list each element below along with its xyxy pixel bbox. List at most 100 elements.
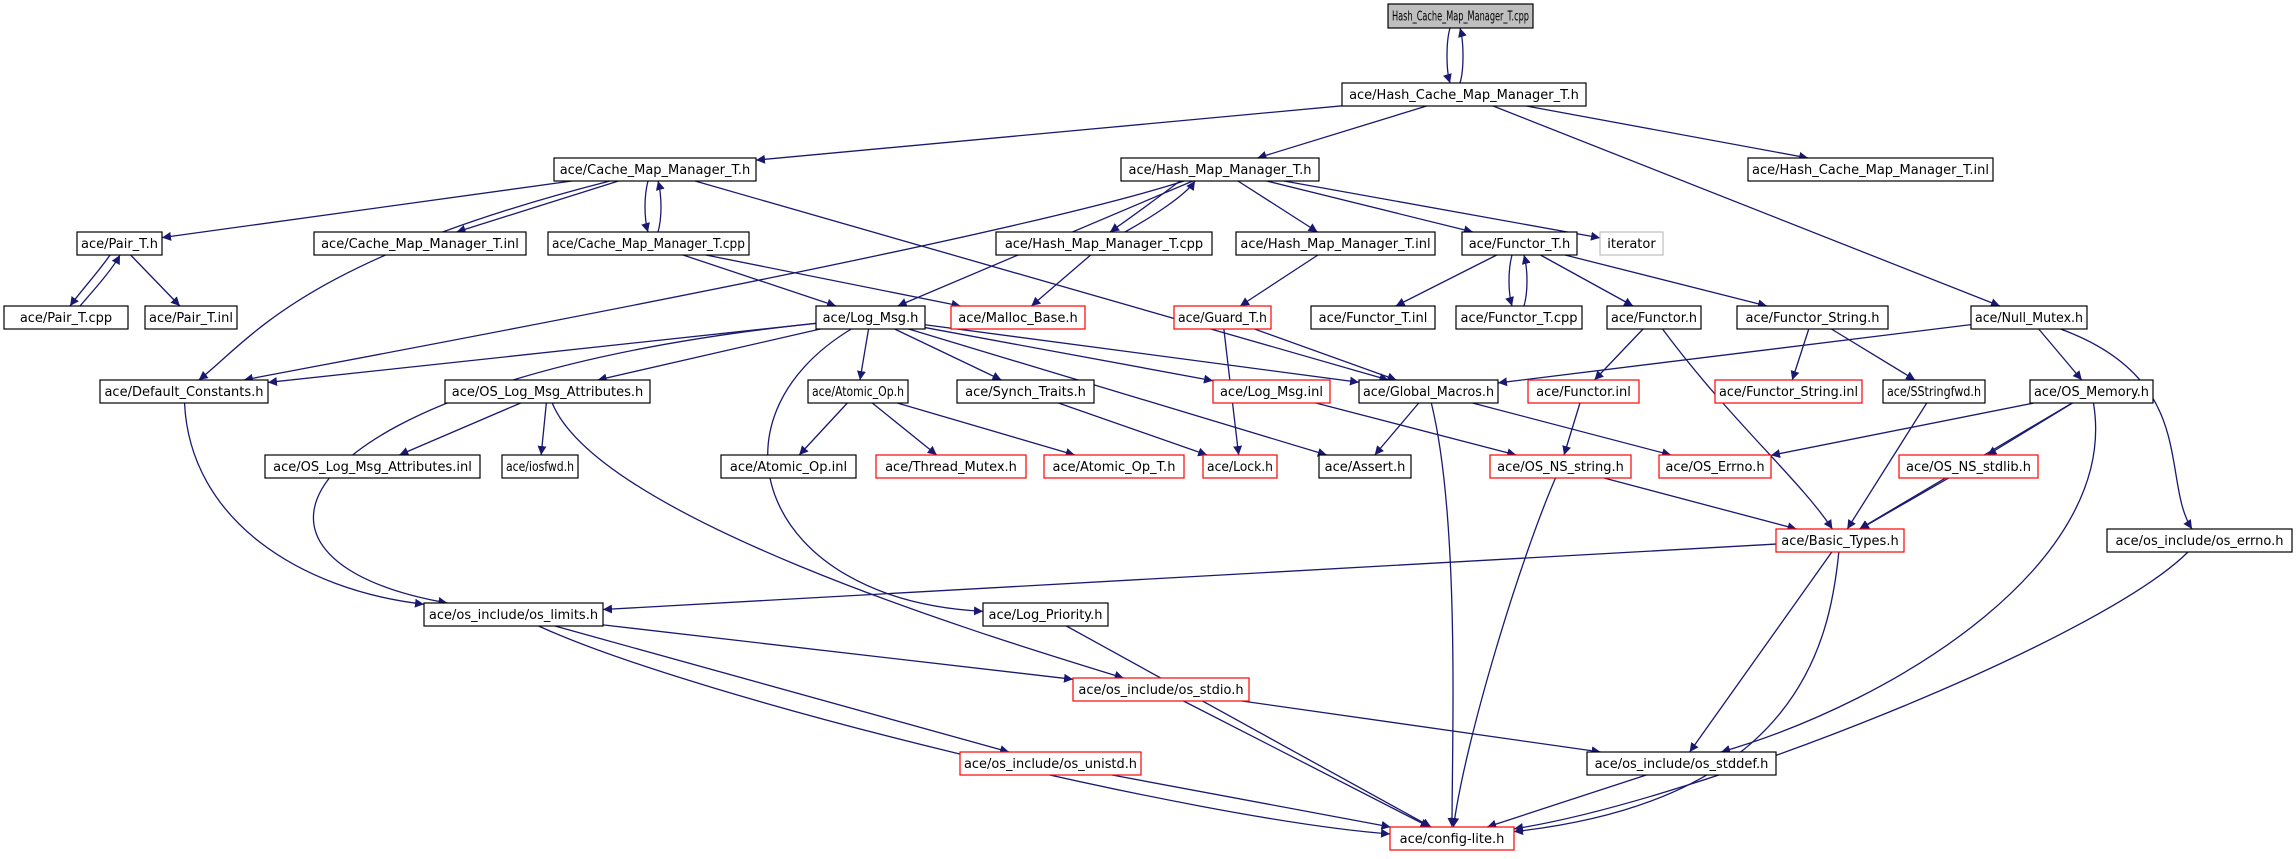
node-hash-cache-map-manager-t-cpp[interactable]: Hash_Cache_Map_Manager_T.cpp [1387, 3, 1534, 29]
edge-ace-basic-types-h-to-ace-os-include-os-stddef-h [1689, 551, 1833, 753]
node-box [959, 751, 1142, 776]
node-label: ace/OS_Log_Msg_Attributes.inl [273, 460, 472, 475]
node-ace-pair-t-inl[interactable]: ace/Pair_T.inl [144, 305, 238, 330]
edge-ace-os-include-os-stdio-h-to-ace-config-lite-h [1183, 700, 1430, 828]
node-ace-os-ns-stdlib-h[interactable]: ace/OS_NS_stdlib.h [1898, 454, 2039, 479]
node-box [995, 231, 1213, 256]
node-ace-default-constants-h[interactable]: ace/Default_Constants.h [99, 379, 269, 404]
node-ace-basic-types-h[interactable]: ace/Basic_Types.h [1775, 528, 1905, 553]
node-box [1202, 454, 1278, 479]
edge-ace-hash-map-manager-t-inl-to-ace-guard-t-h [1239, 254, 1319, 307]
node-box [875, 454, 1027, 479]
node-ace-cache-map-manager-t-inl[interactable]: ace/Cache_Map_Manager_T.inl [313, 231, 527, 256]
node-iterator[interactable]: iterator [1599, 231, 1664, 256]
node-box [1461, 231, 1578, 256]
node-ace-pair-t-h[interactable]: ace/Pair_T.h [76, 231, 163, 256]
node-ace-os-ns-string-h[interactable]: ace/OS_NS_string.h [1489, 454, 1632, 479]
node-ace-iosfwd-h[interactable]: ace/iosfwd.h [501, 454, 579, 479]
node-ace-log-priority-h[interactable]: ace/Log_Priority.h [982, 602, 1109, 627]
edge-ace-log-msg-inl-to-ace-os-ns-string-h [1315, 402, 1517, 458]
node-ace-global-macros-h[interactable]: ace/Global_Macros.h [1358, 379, 1499, 404]
edge-ace-atomic-op-h-to-ace-thread-mutex-h [871, 402, 938, 456]
edge-ace-hash-cache-map-manager-t-h-to-ace-cache-map-manager-t-h [755, 105, 1343, 164]
node-ace-os-log-msg-attributes-h[interactable]: ace/OS_Log_Msg_Attributes.h [444, 379, 651, 404]
edge-ace-log-msg-h-to-ace-os-log-msg-attributes-h [597, 328, 821, 383]
node-label: ace/Functor_String.h [1746, 311, 1880, 326]
node-label: ace/Pair_T.inl [149, 311, 233, 326]
node-label: ace/config-lite.h [1400, 832, 1505, 847]
edge-ace-cache-map-manager-t-h-to-ace-default-constants-h [198, 180, 611, 381]
node-box [982, 602, 1109, 627]
edge-ace-cache-map-manager-t-h-to-ace-pair-t-h [161, 180, 572, 241]
node-ace-atomic-op-t-h[interactable]: ace/Atomic_Op_T.h [1043, 454, 1185, 479]
node-ace-log-msg-inl[interactable]: ace/Log_Msg.inl [1212, 379, 1331, 404]
node-ace-hash-cache-map-manager-t-inl[interactable]: ace/Hash_Cache_Map_Manager_T.inl [1747, 157, 1994, 182]
node-box [423, 602, 604, 627]
edge-ace-functor-inl-to-ace-os-ns-string-h [1562, 402, 1581, 456]
node-box [1586, 751, 1777, 776]
node-ace-sstringfwd-h[interactable]: ace/SStringfwd.h [1882, 379, 1986, 404]
node-ace-atomic-op-h[interactable]: ace/Atomic_Op.h [807, 379, 909, 404]
node-box [1599, 231, 1664, 256]
node-ace-cache-map-manager-t-h[interactable]: ace/Cache_Map_Manager_T.h [553, 157, 757, 182]
node-ace-hash-map-manager-t-inl[interactable]: ace/Hash_Map_Manager_T.inl [1235, 231, 1436, 256]
node-ace-assert-h[interactable]: ace/Assert.h [1318, 454, 1412, 479]
node-box [950, 305, 1086, 330]
node-box [313, 231, 527, 256]
node-label: ace/Cache_Map_Manager_T.h [560, 163, 751, 178]
edge-ace-log-msg-h-to-ace-synch-traits-h [894, 328, 1002, 381]
node-ace-hash-map-manager-t-h[interactable]: ace/Hash_Map_Manager_T.h [1120, 157, 1320, 182]
edge-ace-os-include-os-limits-h-to-ace-os-include-os-unistd-h [554, 625, 1010, 754]
edge-layer [69, 27, 2193, 838]
node-ace-os-include-os-unistd-h[interactable]: ace/os_include/os_unistd.h [959, 751, 1142, 776]
node-ace-config-lite-h[interactable]: ace/config-lite.h [1389, 826, 1515, 851]
node-ace-thread-mutex-h[interactable]: ace/Thread_Mutex.h [875, 454, 1027, 479]
node-box [815, 305, 926, 330]
node-ace-os-errno-h[interactable]: ace/OS_Errno.h [1658, 454, 1772, 479]
edge-ace-functor-string-h-to-ace-functor-string-inl [1790, 328, 1810, 381]
node-ace-pair-t-cpp[interactable]: ace/Pair_T.cpp [3, 305, 129, 330]
node-label: ace/Cache_Map_Manager_T.inl [321, 237, 519, 252]
node-ace-synch-traits-h[interactable]: ace/Synch_Traits.h [956, 379, 1095, 404]
node-ace-os-memory-h[interactable]: ace/OS_Memory.h [2029, 379, 2154, 404]
node-label: ace/OS_Errno.h [1665, 460, 1764, 475]
node-ace-os-include-os-stdio-h[interactable]: ace/os_include/os_stdio.h [1072, 677, 1250, 702]
edge-ace-log-msg-h-to-ace-assert-h [908, 328, 1328, 457]
node-ace-functor-t-cpp[interactable]: ace/Functor_T.cpp [1455, 305, 1583, 330]
node-label: ace/Functor_T.h [1469, 237, 1571, 252]
node-ace-null-mutex-h[interactable]: ace/Null_Mutex.h [1970, 305, 2088, 330]
node-ace-functor-string-inl[interactable]: ace/Functor_String.inl [1714, 379, 1863, 404]
node-ace-hash-cache-map-manager-t-h[interactable]: ace/Hash_Cache_Map_Manager_T.h [1341, 82, 1587, 107]
node-ace-os-include-os-stddef-h[interactable]: ace/os_include/os_stddef.h [1586, 751, 1777, 776]
node-ace-functor-t-h[interactable]: ace/Functor_T.h [1461, 231, 1578, 256]
edge-ace-null-mutex-h-to-ace-os-include-os-errno-h [2060, 328, 2193, 530]
edge-ace-log-msg-h-to-ace-default-constants-h [267, 322, 817, 386]
node-ace-os-log-msg-attributes-inl[interactable]: ace/OS_Log_Msg_Attributes.inl [264, 454, 481, 479]
node-label: ace/OS_NS_string.h [1497, 460, 1624, 475]
edge-ace-global-macros-h-to-ace-config-lite-h [1430, 402, 1457, 828]
node-label: ace/Pair_T.h [81, 237, 158, 252]
node-ace-lock-h[interactable]: ace/Lock.h [1202, 454, 1278, 479]
node-label: ace/os_include/os_stdio.h [1078, 683, 1243, 698]
node-ace-malloc-base-h[interactable]: ace/Malloc_Base.h [950, 305, 1086, 330]
node-box [1358, 379, 1499, 404]
node-box [1747, 157, 1994, 182]
node-box [1882, 379, 1986, 404]
node-label: ace/Hash_Cache_Map_Manager_T.inl [1752, 163, 1989, 178]
edge-ace-hash-map-manager-t-h-to-iterator [1283, 180, 1601, 241]
node-ace-guard-t-h[interactable]: ace/Guard_T.h [1173, 305, 1272, 330]
node-ace-functor-h[interactable]: ace/Functor.h [1606, 305, 1702, 330]
node-label: ace/Atomic_Op.inl [730, 460, 847, 475]
node-ace-functor-string-h[interactable]: ace/Functor_String.h [1736, 305, 1889, 330]
node-ace-os-include-os-errno-h[interactable]: ace/os_include/os_errno.h [2106, 528, 2293, 553]
node-ace-atomic-op-inl[interactable]: ace/Atomic_Op.inl [720, 454, 857, 479]
node-ace-os-include-os-limits-h[interactable]: ace/os_include/os_limits.h [423, 602, 604, 627]
node-ace-functor-t-inl[interactable]: ace/Functor_T.inl [1310, 305, 1436, 330]
node-ace-hash-map-manager-t-cpp[interactable]: ace/Hash_Map_Manager_T.cpp [995, 231, 1213, 256]
node-ace-cache-map-manager-t-cpp[interactable]: ace/Cache_Map_Manager_T.cpp [547, 231, 750, 256]
node-ace-functor-inl[interactable]: ace/Functor.inl [1527, 379, 1640, 404]
node-label: ace/Functor.h [1611, 311, 1697, 326]
node-ace-log-msg-h[interactable]: ace/Log_Msg.h [815, 305, 926, 330]
node-box [76, 231, 163, 256]
